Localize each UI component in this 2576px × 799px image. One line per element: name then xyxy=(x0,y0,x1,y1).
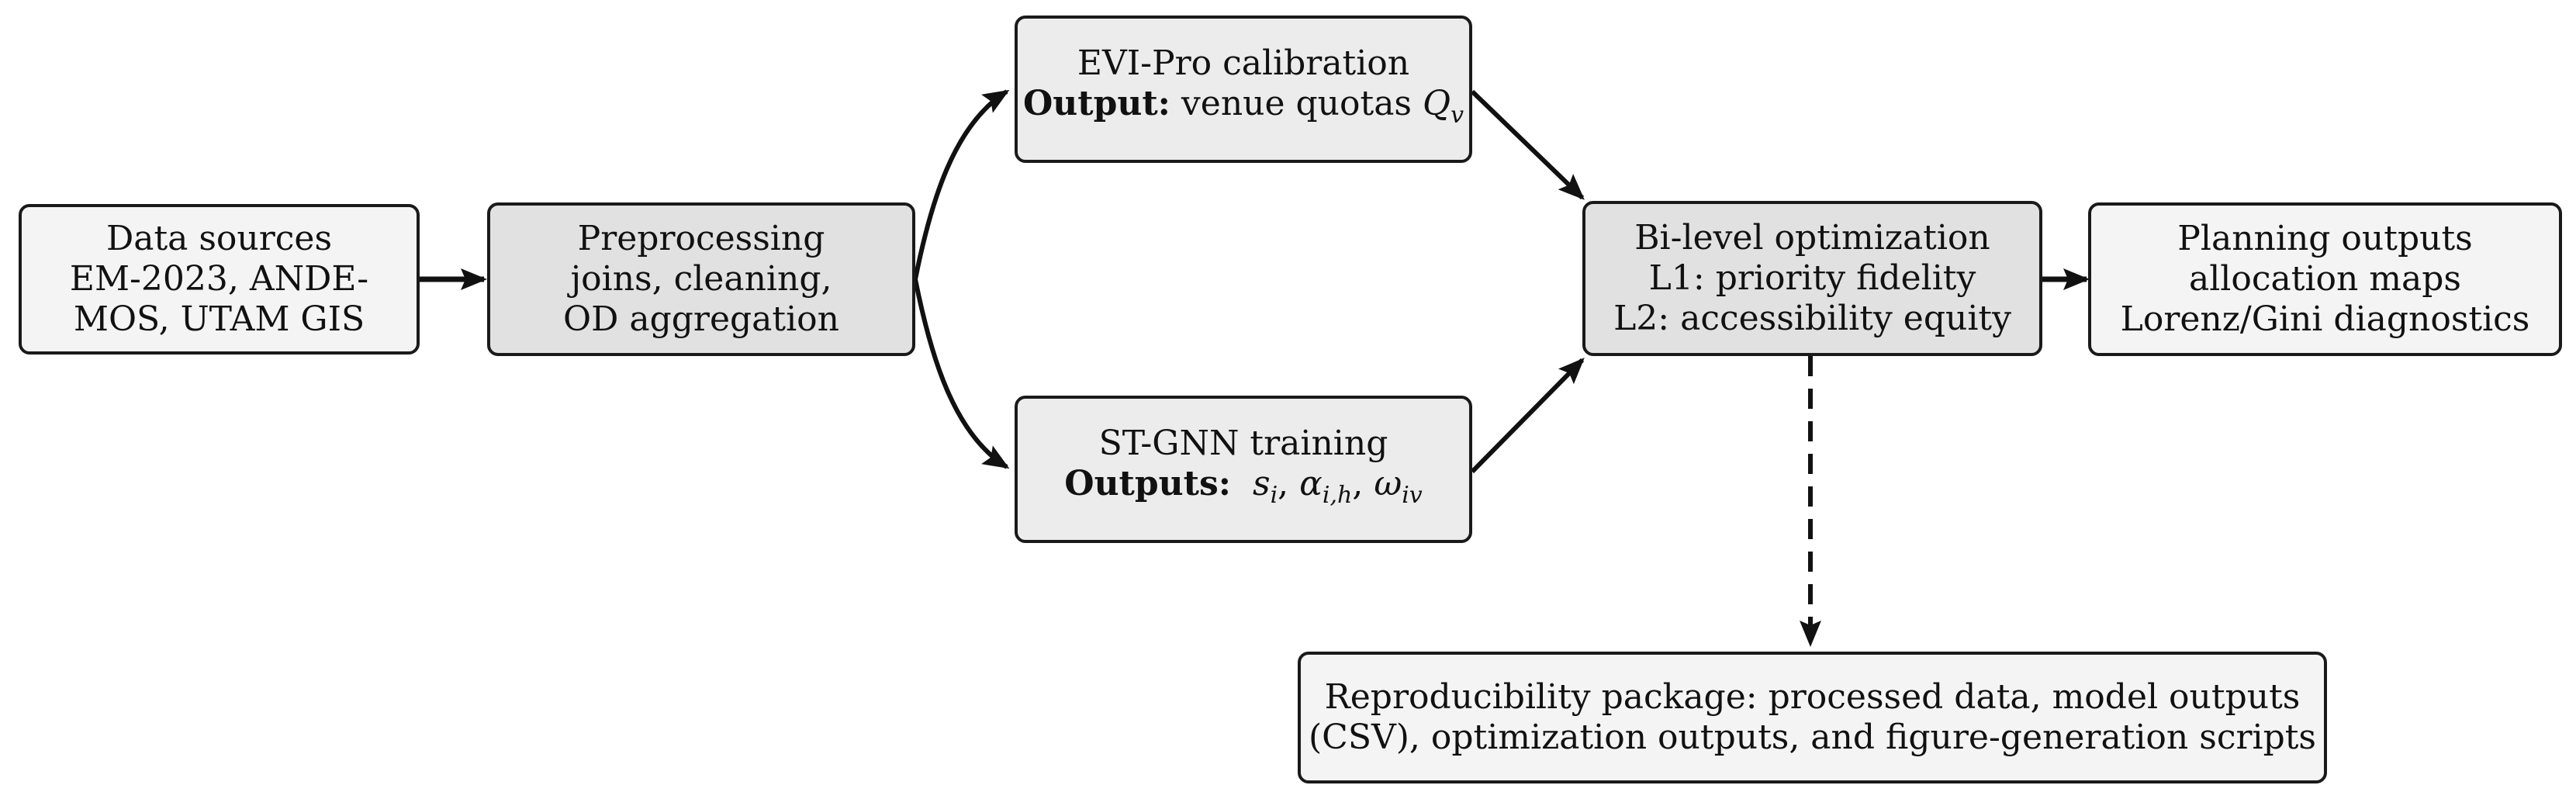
st-gnn-symbol3-sub: iv xyxy=(1402,481,1423,509)
evi-pro-output-symbol-sub: v xyxy=(1451,101,1464,129)
st-gnn-symbol2-sub: i,h xyxy=(1322,481,1353,509)
data-sources-title: Data sources xyxy=(105,219,333,258)
st-gnn-symbol1: s xyxy=(1252,463,1271,503)
data-sources-line1: EM-2023, ANDE- xyxy=(69,259,369,299)
evi-pro-title: EVI-Pro calibration xyxy=(1077,43,1410,83)
preprocessing-line1: joins, cleaning, xyxy=(570,259,832,299)
node-planning-outputs: Planning outputs allocation maps Lorenz/… xyxy=(2088,202,2562,356)
reproducibility-line2: (CSV), optimization outputs, and figure-… xyxy=(1308,718,2316,757)
planning-title: Planning outputs xyxy=(2177,219,2473,258)
evi-pro-output-label: Output: xyxy=(1022,83,1170,123)
evi-pro-output-symbol: Q xyxy=(1423,83,1451,123)
edge-stgnn-to-bilevel xyxy=(1470,358,1585,474)
bilevel-line2: L2: accessibility equity xyxy=(1613,299,2011,338)
planning-line2: Lorenz/Gini diagnostics xyxy=(2120,299,2530,339)
preprocessing-title: Preprocessing xyxy=(577,219,825,258)
edge-evipro-to-bilevel xyxy=(1470,89,1585,200)
node-reproducibility-package: Reproducibility package: processed data,… xyxy=(1298,652,2327,783)
st-gnn-output-label: Outputs: xyxy=(1064,463,1231,503)
st-gnn-symbol1-sub: i xyxy=(1270,481,1278,509)
node-data-sources: Data sources EM-2023, ANDE- MOS, UTAM GI… xyxy=(19,204,420,355)
node-st-gnn-training: ST-GNN training Outputs: si, αi,h, ωiv xyxy=(1015,396,1472,543)
preprocessing-line2: OD aggregation xyxy=(563,299,839,339)
bilevel-title: Bi-level optimization xyxy=(1634,218,1990,258)
planning-line1: allocation maps xyxy=(2188,259,2461,299)
node-evi-pro-calibration: EVI-Pro calibration Output: venue quotas… xyxy=(1015,16,1472,163)
bilevel-line1: L1: priority fidelity xyxy=(1648,258,1976,298)
st-gnn-output-line: Outputs: si, αi,h, ωiv xyxy=(1064,463,1423,509)
edge-preprocessing-to-stgnn xyxy=(913,278,1010,469)
st-gnn-symbol2: α xyxy=(1299,463,1323,503)
node-bilevel-optimization: Bi-level optimization L1: priority fidel… xyxy=(1582,201,2042,356)
node-preprocessing: Preprocessing joins, cleaning, OD aggreg… xyxy=(487,202,915,356)
evi-pro-output-line: Output: venue quotas Qv xyxy=(1023,84,1464,136)
st-gnn-title: ST-GNN training xyxy=(1098,423,1388,463)
reproducibility-line1: Reproducibility package: processed data,… xyxy=(1324,677,2301,717)
data-sources-line2: MOS, UTAM GIS xyxy=(73,299,365,339)
edge-preprocessing-to-evipro xyxy=(913,89,1010,280)
st-gnn-symbol3: ω xyxy=(1374,463,1402,503)
evi-pro-output-text: venue quotas xyxy=(1181,83,1412,123)
